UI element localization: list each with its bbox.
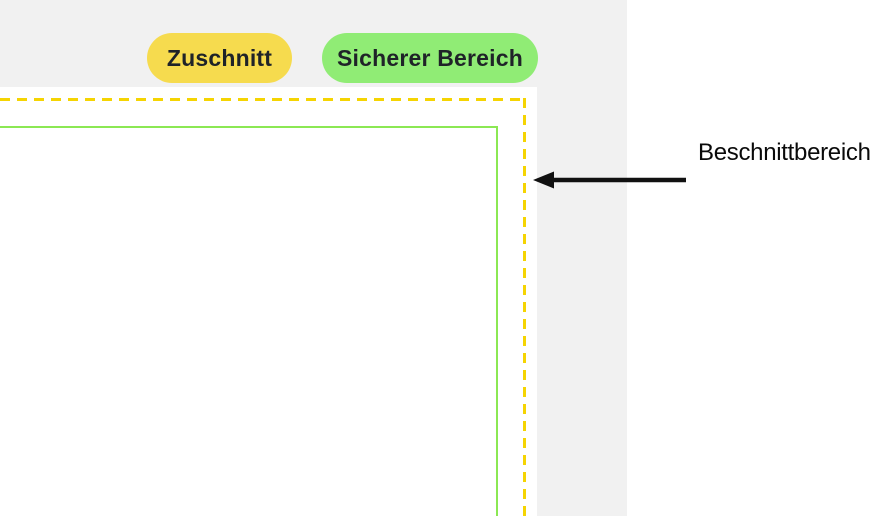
- design-page[interactable]: [0, 87, 537, 516]
- safe-area-line-top: [0, 126, 498, 128]
- trim-badge-label: Zuschnitt: [166, 44, 273, 71]
- trim-badge: Zuschnitt: [147, 33, 292, 83]
- trim-guide-line-right: [523, 98, 526, 516]
- left-arrow-icon: [533, 171, 686, 189]
- bleed-area-annotation-label: Beschnittbereich: [698, 139, 871, 166]
- safe-area-line-right: [496, 126, 498, 516]
- safe-area-badge: Sicherer Bereich: [322, 33, 538, 83]
- trim-guide-line-top: [0, 98, 526, 101]
- safe-area-badge-label: Sicherer Bereich: [336, 44, 524, 71]
